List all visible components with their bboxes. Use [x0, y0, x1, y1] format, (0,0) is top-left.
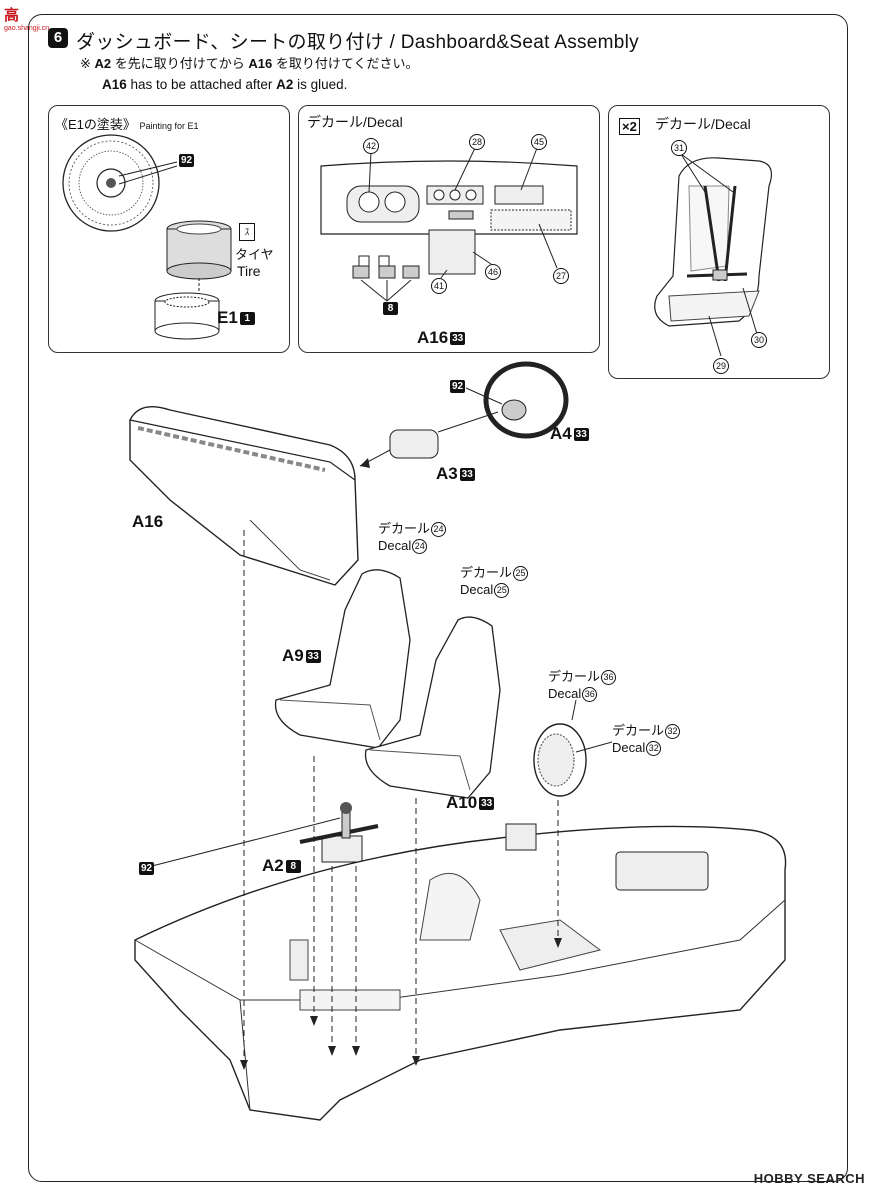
panel-e1-painting: 《E1の塗装》 Painting for E1 92 ｽ タイヤ Tire E1… — [48, 105, 290, 353]
decal-32-num-en: 32 — [646, 741, 662, 756]
decal-callout-41: 41 — [431, 278, 447, 294]
wheel-tire-illustration — [62, 134, 232, 340]
note-suffix: を取り付けてください。 — [272, 56, 419, 71]
part-a16-decal-num: 33 — [450, 332, 466, 345]
decal-32-en: Decal — [612, 740, 646, 755]
panel-seat-title: デカール/Decal — [655, 116, 751, 132]
panel-e1-title-en: Painting for E1 — [139, 121, 199, 131]
decal-36-num-jp: 36 — [601, 670, 617, 685]
decal-24-jp: デカール — [378, 521, 431, 536]
a2-color-badge: 92 — [139, 862, 154, 875]
part-a2-num: 8 — [285, 860, 301, 873]
decal-25-num-en: 25 — [494, 583, 510, 598]
note-en-part-a: A16 — [102, 77, 127, 92]
seat-callout-30: 30 — [751, 332, 767, 348]
seat-callout-29: 29 — [713, 358, 729, 374]
pedal-part-num: 8 — [383, 302, 398, 315]
part-a16-decal-text: A16 — [417, 328, 449, 347]
note-en-suffix: is glued. — [293, 77, 348, 92]
decal-callout-27: 27 — [553, 268, 569, 284]
assembly-note-en: A16 has to be attached after A2 is glued… — [102, 77, 347, 92]
seat-multiplier: ×2 — [619, 118, 640, 135]
site-logo: 高 gao.shangji.cn — [4, 4, 74, 32]
decal-25-en: Decal — [460, 582, 494, 597]
hobby-search-watermark: HOBBY SEARCH — [753, 1171, 865, 1186]
tire-label-en: Tire — [237, 263, 261, 279]
decal-36-en: Decal — [548, 686, 582, 701]
paint-color-badge: 92 — [179, 154, 194, 167]
decal-callout-46: 46 — [485, 264, 501, 280]
tire-label-jp: タイヤ — [235, 247, 274, 262]
step-number-badge: 6 — [48, 28, 68, 48]
decal-callout-45: 45 — [531, 134, 547, 150]
part-a4-text: A4 — [550, 424, 572, 443]
part-a10-num: 33 — [479, 797, 495, 810]
decal-32-num-jp: 32 — [665, 724, 681, 739]
note-prefix: ※ — [80, 56, 95, 71]
note-part-b: A16 — [248, 56, 273, 71]
part-a3-num: 33 — [459, 468, 475, 481]
note-mid: を先に取り付けてから — [111, 56, 249, 71]
decal-callout-42: 42 — [363, 138, 379, 154]
decal-25-num-jp: 25 — [513, 566, 529, 581]
decal-36-num-en: 36 — [582, 687, 598, 702]
step-title: ダッシュボード、シートの取り付け / Dashboard&Seat Assemb… — [76, 32, 639, 53]
part-e1-num: 1 — [239, 312, 255, 325]
tire-part-icon: ｽ — [239, 223, 255, 241]
part-a2-text: A2 — [262, 856, 284, 875]
part-a9-num: 33 — [305, 650, 321, 663]
logo-text: gao.shangji.cn — [4, 25, 50, 32]
part-e1-text: E1 — [217, 308, 238, 327]
note-part-a: A2 — [94, 56, 112, 71]
panel-e1-title: 《E1の塗装》 Painting for E1 — [55, 114, 199, 133]
panel-decal-title: デカール/Decal — [307, 114, 403, 130]
a4-color-badge: 92 — [450, 380, 465, 393]
assembly-note-jp: ※ A2 を先に取り付けてから A16 を取り付けてください。 — [80, 53, 418, 72]
dashboard-decal-illustration — [320, 147, 578, 302]
seat-callout-31: 31 — [671, 140, 687, 156]
decal-32-jp: デカール — [612, 723, 665, 738]
page-frame — [28, 14, 848, 1182]
panel-e1-title-jp: 《E1の塗装》 — [55, 117, 136, 132]
decal-callout-28: 28 — [469, 134, 485, 150]
part-a16-label: A16 — [132, 512, 164, 531]
decal-24-num-en: 24 — [412, 539, 428, 554]
decal-25-jp: デカール — [460, 565, 513, 580]
panel-seat-decal: ×2 デカール/Decal 31 30 29 — [608, 105, 830, 379]
decal-36-jp: デカール — [548, 669, 601, 684]
logo-mark: 高 — [4, 7, 21, 24]
decal-24-en: Decal — [378, 538, 412, 553]
part-a3-text: A3 — [436, 464, 458, 483]
part-a9-text: A9 — [282, 646, 304, 665]
note-en-part-b: A2 — [276, 77, 294, 92]
seat-belt-illustration — [654, 153, 772, 357]
decal-24-num-jp: 24 — [431, 522, 447, 537]
part-a10-text: A10 — [446, 793, 478, 812]
part-a4-num: 33 — [573, 428, 589, 441]
note-en-mid: has to be attached after — [126, 77, 277, 92]
